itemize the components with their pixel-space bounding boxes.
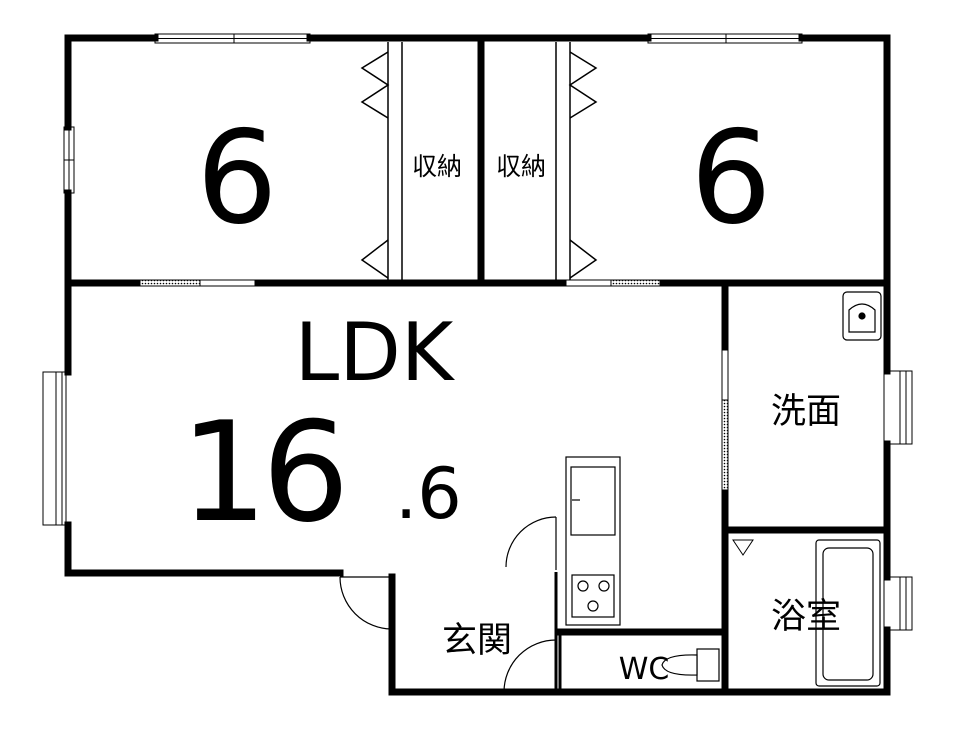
entrance-label: 玄関 (442, 621, 512, 661)
door-wc (503, 639, 557, 693)
window-top-right (647, 33, 803, 44)
window-top-left (154, 33, 311, 44)
washbasin (842, 291, 882, 341)
washroom-label: 洗面 (771, 392, 841, 432)
sliding-door-washroom (721, 349, 729, 491)
sliding-door-left (139, 279, 256, 287)
toilet-label: WC (619, 652, 670, 687)
western-room-right-size: 6 (690, 104, 771, 253)
sliding-door-right (565, 279, 661, 287)
western-room-left-size: 6 (196, 104, 277, 253)
thin-walls (554, 572, 562, 692)
window-left-ldk (42, 371, 67, 526)
closet-right-structure (555, 42, 598, 280)
kitchen-counter (565, 456, 621, 626)
walls (64, 34, 891, 696)
closet-left-label: 収納 (412, 152, 462, 181)
door-ldk-entrance (505, 516, 557, 570)
door-exterior (339, 576, 393, 630)
closet-left-structure (360, 42, 403, 280)
ldk-size-integer: 16 (180, 392, 344, 553)
bathtub (815, 539, 881, 687)
closet-right-label: 収納 (496, 152, 546, 181)
door-bathroom-mark (732, 539, 754, 556)
ldk-label: LDK (295, 306, 456, 399)
window-right-bathroom (883, 576, 913, 631)
toilet (661, 648, 720, 682)
bathroom-label: 浴室 (771, 597, 841, 637)
ldk-size-decimal: .6 (395, 453, 462, 535)
window-right-washroom (883, 370, 913, 445)
window-left-bedroom (63, 126, 75, 194)
